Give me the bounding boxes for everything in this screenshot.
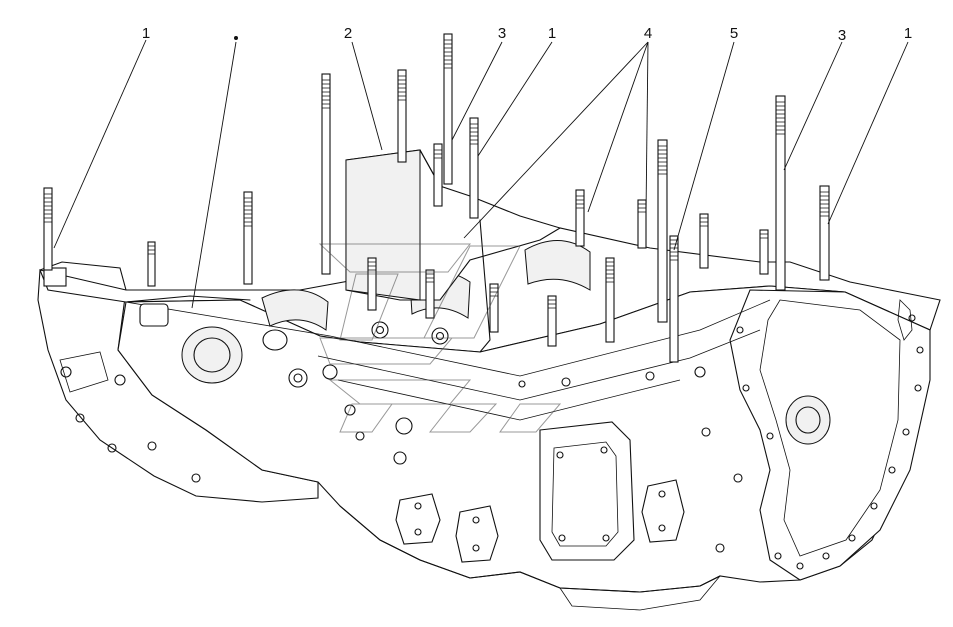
callout-3-right: 3	[838, 27, 846, 44]
stud	[147, 241, 156, 287]
stud	[321, 73, 331, 275]
callout-2: 2	[344, 25, 352, 42]
stud	[433, 143, 443, 207]
watermark-logo-icon	[318, 243, 562, 433]
stud-bolts	[43, 33, 830, 363]
callouts: 1 2 3 1 4 5 3 1	[142, 25, 912, 44]
stud	[637, 199, 647, 249]
stud	[819, 185, 830, 281]
leader-lines	[53, 39, 909, 309]
callout-3-center: 3	[498, 25, 506, 42]
stud	[489, 283, 499, 333]
callout-1-center: 1	[548, 25, 556, 42]
stud	[443, 33, 453, 185]
stud	[657, 139, 668, 323]
stud	[243, 191, 253, 285]
stud	[397, 69, 407, 163]
crankcase-body	[37, 149, 941, 611]
stud	[469, 117, 479, 219]
stud	[43, 187, 53, 271]
stud	[759, 229, 769, 275]
stud	[575, 189, 585, 247]
stud	[775, 95, 786, 291]
stud	[425, 269, 435, 319]
stud	[669, 235, 679, 363]
stud	[367, 257, 377, 311]
stud	[699, 213, 709, 269]
stud	[547, 295, 557, 347]
bullet-marker-dot	[234, 36, 238, 40]
callout-1-right: 1	[904, 25, 912, 42]
callout-1-left: 1	[142, 25, 150, 42]
callout-5: 5	[730, 25, 738, 42]
callout-4: 4	[644, 25, 652, 42]
stud	[605, 257, 615, 343]
